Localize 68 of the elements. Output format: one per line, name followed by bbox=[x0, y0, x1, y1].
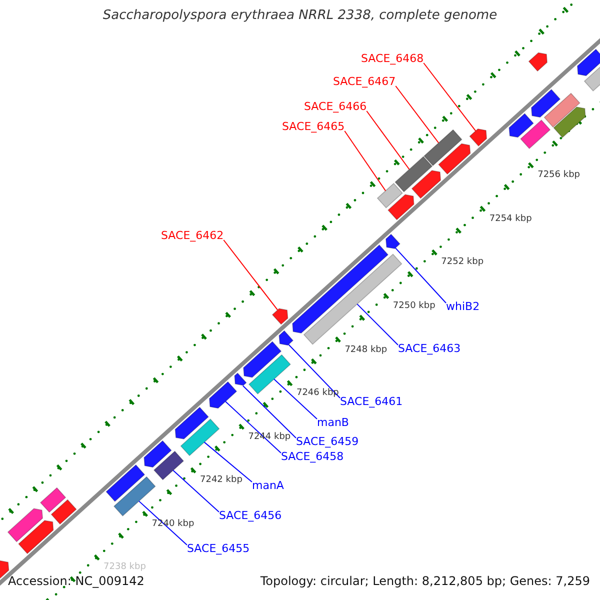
leader-line bbox=[395, 86, 440, 144]
gene-feature bbox=[292, 244, 389, 334]
gene-feature bbox=[424, 129, 462, 166]
gene-feature bbox=[411, 170, 442, 199]
leader-line bbox=[138, 500, 188, 546]
gene-feature bbox=[243, 341, 282, 378]
leader-line bbox=[225, 401, 282, 454]
genome-summary-text: Topology: circular; Length: 8,212,805 bp; Genes: 7,259 bbox=[260, 574, 590, 588]
gene-feature bbox=[7, 508, 44, 542]
gene-feature bbox=[174, 406, 209, 440]
scale-label: 7254 kbp bbox=[489, 214, 532, 224]
scale-label: 7252 kbp bbox=[441, 257, 484, 268]
gene-feature bbox=[544, 92, 580, 128]
scale-label: 7256 kbp bbox=[538, 170, 580, 180]
gene-feature bbox=[40, 487, 66, 513]
gene-label: SACE_6461 bbox=[340, 395, 403, 408]
gene-label: manB bbox=[317, 416, 349, 429]
gene-feature bbox=[248, 354, 291, 394]
diagram-title: Saccharopolyspora erythraea NRRL 2338, complete genome bbox=[102, 8, 498, 23]
gene-label: SACE_6455 bbox=[187, 542, 250, 555]
leader-line bbox=[204, 442, 252, 482]
leader-line bbox=[288, 344, 340, 398]
gene-feature bbox=[553, 106, 586, 138]
gene-label: SACE_6465 bbox=[282, 120, 345, 133]
gene-feature bbox=[438, 143, 471, 175]
gene-feature bbox=[272, 308, 288, 325]
gene-label: SACE_6458 bbox=[281, 450, 344, 463]
gene-label: whiB2 bbox=[446, 300, 480, 313]
gene-label: SACE_6466 bbox=[304, 100, 367, 113]
gene-feature bbox=[106, 464, 146, 502]
gene-feature bbox=[530, 88, 561, 118]
gene-feature bbox=[278, 330, 294, 346]
gene-feature bbox=[508, 113, 534, 138]
leader-line bbox=[274, 378, 318, 420]
gene-feature bbox=[576, 48, 600, 76]
leader-line bbox=[366, 110, 410, 170]
scale-label: 7238 kbp bbox=[104, 562, 146, 572]
gene-feature bbox=[376, 182, 403, 208]
accession-text: Accession: NC_009142 bbox=[8, 574, 144, 588]
gene-label: SACE_6462 bbox=[161, 229, 224, 242]
gene-feature bbox=[180, 418, 220, 456]
gene-label: SACE_6463 bbox=[398, 342, 461, 355]
gene-label: SACE_6468 bbox=[361, 52, 424, 65]
scale-label: 7250 kbp bbox=[392, 300, 436, 311]
gene-feature bbox=[388, 194, 414, 220]
gene-feature bbox=[520, 120, 551, 150]
gene-feature bbox=[153, 450, 184, 480]
gene-label: manA bbox=[252, 479, 284, 492]
leader-line bbox=[356, 304, 398, 346]
gene-feature bbox=[208, 381, 238, 409]
gene-feature bbox=[394, 156, 433, 192]
gene-label: SACE_6467 bbox=[333, 75, 396, 88]
leader-line bbox=[394, 247, 446, 304]
gene-feature bbox=[144, 440, 172, 468]
gene-feature bbox=[18, 520, 54, 554]
gene-feature bbox=[469, 128, 488, 147]
gene-label: SACE_6459 bbox=[296, 435, 359, 448]
leader-line bbox=[172, 470, 220, 512]
leader-line bbox=[423, 62, 476, 132]
gene-feature bbox=[385, 234, 400, 250]
scale-label: 7242 kbp bbox=[200, 475, 242, 486]
gene-label: SACE_6456 bbox=[219, 509, 282, 522]
gene-feature bbox=[50, 499, 77, 525]
leader-line bbox=[242, 385, 296, 438]
scale-label: 7248 kbp bbox=[344, 344, 388, 355]
leader-line bbox=[223, 240, 278, 310]
gene-feature bbox=[113, 476, 156, 516]
gene-feature bbox=[528, 52, 548, 72]
